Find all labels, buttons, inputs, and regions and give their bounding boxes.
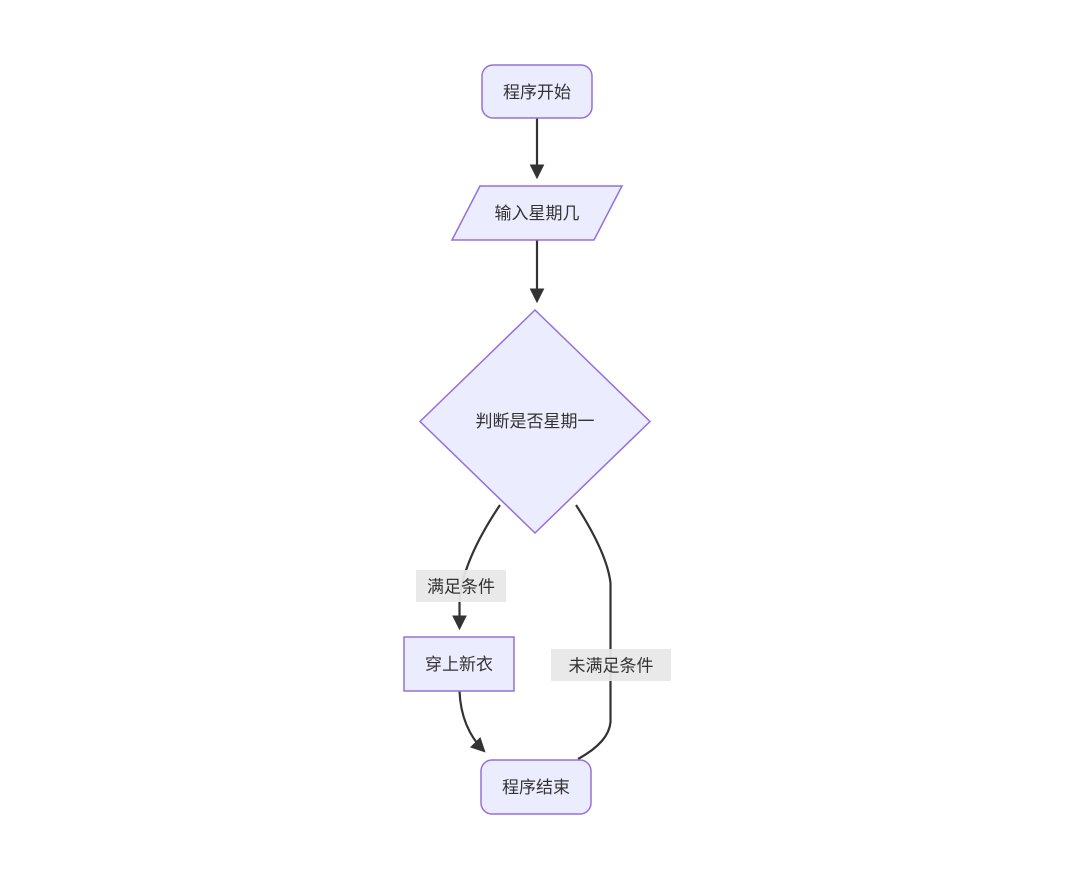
node-action: 穿上新衣 bbox=[403, 636, 515, 692]
edge-label-condition-met: 满足条件 bbox=[416, 570, 506, 602]
node-label: 程序开始 bbox=[503, 83, 571, 102]
edge-action-to-end bbox=[458, 690, 486, 753]
end-shape bbox=[480, 759, 592, 815]
start-shape bbox=[481, 64, 593, 119]
decision-shape bbox=[418, 308, 652, 535]
edge-decision-to-action bbox=[452, 504, 501, 631]
node-decision: 判断是否星期一 bbox=[418, 308, 652, 535]
node-end: 程序结束 bbox=[480, 759, 592, 815]
edge-label-text: 未满足条件 bbox=[569, 657, 654, 676]
action-shape bbox=[403, 636, 515, 692]
input-shape bbox=[450, 185, 624, 241]
node-label: 判断是否星期一 bbox=[476, 412, 595, 431]
node-label: 输入星期几 bbox=[495, 204, 580, 223]
node-label: 穿上新衣 bbox=[425, 655, 493, 674]
edge-decision-to-end bbox=[575, 504, 612, 760]
node-input: 输入星期几 bbox=[450, 185, 624, 241]
edge-label-text: 满足条件 bbox=[427, 578, 495, 597]
edge-label-bg bbox=[416, 570, 506, 602]
edge-label-condition-not-met: 未满足条件 bbox=[551, 649, 671, 681]
node-label: 程序结束 bbox=[502, 778, 570, 797]
node-start: 程序开始 bbox=[481, 64, 593, 119]
edge-label-bg bbox=[551, 649, 671, 681]
